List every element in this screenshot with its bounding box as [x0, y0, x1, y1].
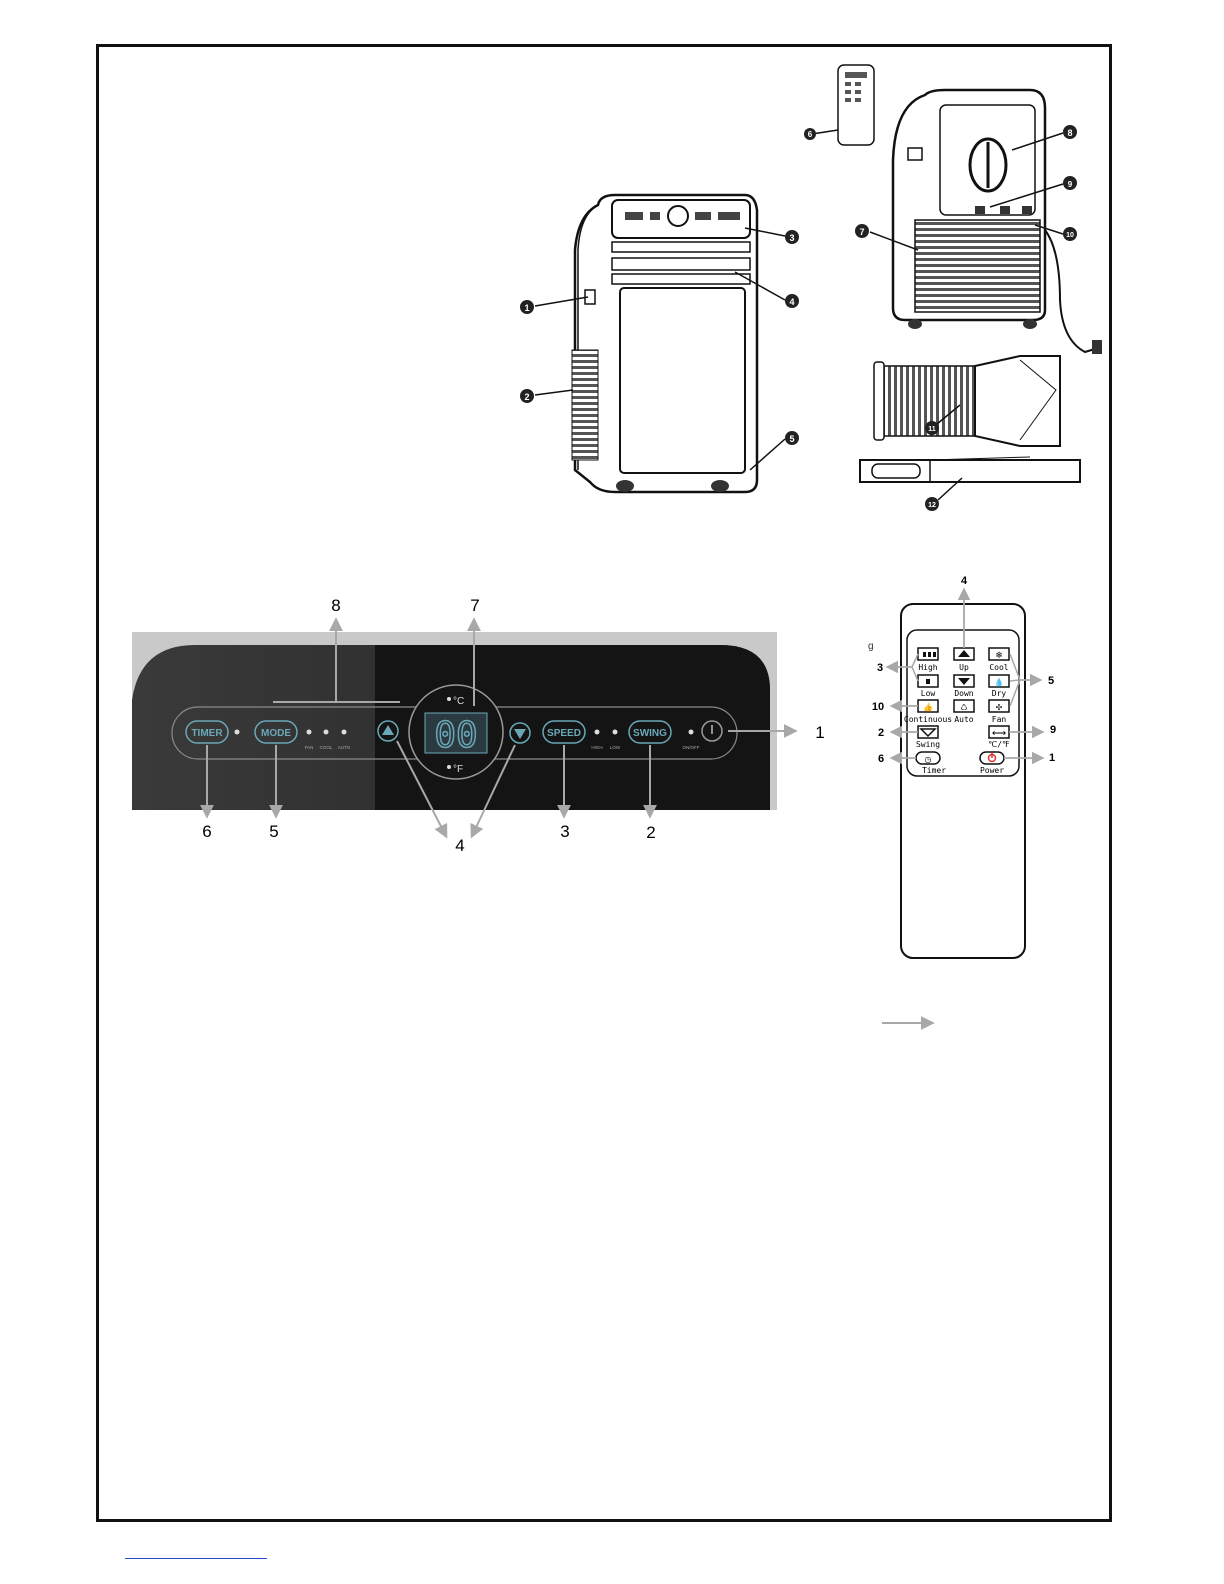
remote-power-label: Power — [980, 766, 1004, 775]
power-led — [689, 730, 694, 735]
power-led-label: ON/OFF — [683, 745, 700, 750]
remote-callout-10: 10 — [872, 701, 884, 713]
back-callout-9: 9 — [1068, 180, 1073, 189]
panel-callout-4: 4 — [455, 836, 464, 855]
remote-down-label: Down — [954, 689, 973, 698]
auto-led — [342, 730, 347, 735]
low-led-label: LOW — [610, 745, 621, 750]
unit-callout-1: 1 — [524, 303, 529, 313]
fan-icon: ✣ — [996, 703, 1003, 712]
panel-callout-7: 7 — [470, 596, 479, 615]
unit-callout-4: 4 — [789, 297, 794, 307]
remote-continuous-label: Continuous — [904, 715, 952, 724]
cool-led-label: COOL — [320, 745, 333, 750]
back-callout-7: 7 — [859, 227, 864, 237]
fan-led-label: FAN — [305, 745, 314, 750]
unit-callout-3: 3 — [789, 233, 794, 243]
high-led-label: HIGH — [591, 745, 602, 750]
low-led — [613, 730, 618, 735]
remote-swing-label: Swing — [916, 740, 940, 749]
panel-callout-2: 2 — [646, 823, 655, 842]
droplet-icon: 💧 — [994, 677, 1004, 687]
panel-callout-8: 8 — [331, 596, 340, 615]
back-callout-10: 10 — [1066, 232, 1074, 239]
panel-callout-3: 3 — [560, 822, 569, 841]
remote-fan-label: Fan — [992, 715, 1007, 724]
control-panel-illustration: 00 °C °F — [132, 632, 777, 810]
remote-callout-4: 4 — [961, 575, 968, 587]
remote-callout-9: 9 — [1050, 724, 1056, 736]
back-callout-11: 11 — [928, 426, 936, 433]
panel-callout-1: 1 — [815, 723, 824, 742]
remote-callout-1: 1 — [1049, 752, 1055, 764]
clock-icon: ◷ — [925, 755, 932, 764]
remote-dry-label: Dry — [992, 689, 1007, 698]
temperature-display: 00 — [434, 715, 477, 756]
panel-callout-5: 5 — [269, 822, 278, 841]
high-led — [595, 730, 600, 735]
panel-callout-6: 6 — [202, 822, 211, 841]
auto-led-label: AUTO — [338, 745, 351, 750]
exhaust-hose-illustration: 11 — [874, 356, 1060, 446]
front-unit-illustration — [572, 195, 757, 492]
remote-callout-2: 2 — [878, 727, 884, 739]
footer-link-underline — [125, 1558, 267, 1559]
remote-callout-5: 5 — [1048, 675, 1054, 687]
back-callout-12: 12 — [928, 502, 936, 509]
thumbs-up-icon: 👍 — [923, 702, 933, 712]
remote-cf-label: ℃/℉ — [988, 740, 1010, 749]
remote-auto-label: Auto — [954, 715, 973, 724]
cropped-edge-glyph: g — [868, 641, 874, 652]
remote-callout-6: 6 — [878, 753, 884, 765]
timer-button-label: TIMER — [191, 728, 223, 739]
unit-callout-2: 2 — [524, 392, 529, 402]
remote-low-label: Low — [921, 689, 936, 698]
mode-button-label: MODE — [261, 728, 291, 739]
speed-button-label: SPEED — [547, 728, 581, 739]
remote-high-label: High — [918, 663, 937, 672]
timer-led — [235, 730, 240, 735]
celsius-label: °C — [453, 696, 464, 707]
remote-timer-label: Timer — [922, 766, 946, 775]
fahrenheit-label: °F — [453, 764, 463, 775]
remote-up-label: Up — [959, 663, 969, 672]
recycle-icon: ♺ — [960, 703, 967, 712]
swing-button-label: SWING — [633, 728, 667, 739]
back-callout-8: 8 — [1067, 128, 1072, 138]
unit-callout-5: 5 — [789, 434, 794, 444]
snowflake-icon: ❄ — [995, 650, 1003, 660]
cool-led — [324, 730, 329, 735]
remote-cool-label: Cool — [989, 663, 1008, 672]
back-callout-6: 6 — [808, 130, 813, 139]
small-remote-illustration: 6 — [804, 65, 874, 145]
window-slider-illustration: 12 — [860, 457, 1080, 511]
double-arrow-icon: ⟷ — [992, 728, 1006, 739]
fan-led — [307, 730, 312, 735]
remote-callout-3: 3 — [877, 662, 883, 674]
